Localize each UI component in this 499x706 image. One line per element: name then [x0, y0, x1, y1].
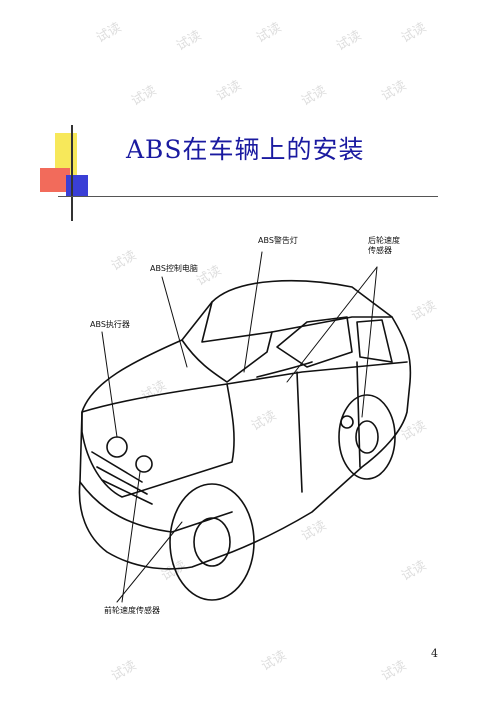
leader-rear-sensor	[286, 266, 378, 383]
decor-blue-square	[66, 175, 88, 197]
rear-wheel-hub	[355, 420, 379, 454]
front-wheel-hub	[193, 517, 231, 567]
watermark-text: 试读	[108, 658, 140, 685]
decor-vertical-line	[71, 125, 73, 221]
watermark-text: 试读	[258, 648, 290, 675]
leader-actuator	[101, 331, 118, 438]
car-door-line	[356, 361, 361, 468]
label-front-sensor: 前轮速度传感器	[104, 606, 160, 615]
rear-sensor-component	[340, 415, 354, 429]
car-bumper	[79, 481, 233, 533]
watermark-text: 试读	[298, 83, 330, 110]
title-underline	[58, 196, 438, 197]
decor-red-square	[40, 168, 70, 192]
label-rear-sensor-line1: 后轮速度	[368, 236, 400, 245]
label-actuator: ABS执行器	[90, 320, 130, 329]
car-door-line	[296, 371, 303, 493]
slide-title: ABS在车辆上的安装	[126, 135, 365, 164]
car-rear-window	[356, 319, 393, 363]
watermark-text: 试读	[128, 83, 160, 110]
watermark-text: 试读	[213, 78, 245, 105]
control-unit-component	[135, 455, 153, 473]
axle-shaft	[256, 361, 313, 378]
watermark-text: 试读	[173, 28, 205, 55]
car-hood	[81, 383, 235, 498]
label-rear-sensor-line2: 传感器	[368, 245, 392, 255]
leader-control-computer	[161, 276, 188, 368]
watermark-text: 试读	[378, 78, 410, 105]
leader-front-sensor	[121, 471, 141, 603]
leader-rear-sensor	[361, 266, 378, 418]
car-side-window	[276, 316, 353, 368]
label-control-computer: ABS控制电脑	[150, 264, 198, 273]
car-diagram: ABS警告灯 ABS控制电脑 ABS执行器 后轮速度 传感器 前轮速度传感器	[62, 222, 442, 632]
watermark-text: 试读	[333, 28, 365, 55]
watermark-text: 试读	[253, 20, 285, 47]
leader-warning-light	[243, 251, 263, 373]
actuator-component	[106, 436, 128, 458]
label-rear-sensor: 后轮速度 传感器	[368, 236, 400, 255]
front-wheel	[169, 483, 255, 601]
watermark-text: 试读	[398, 20, 430, 47]
car-belt-line	[226, 361, 408, 385]
watermark-text: 试读	[93, 20, 125, 47]
car-illustration	[78, 251, 412, 603]
page-number: 4	[431, 647, 438, 660]
leader-front-sensor	[116, 521, 183, 603]
label-warning-light: ABS警告灯	[258, 236, 298, 245]
rear-wheel	[338, 394, 396, 480]
car-windshield	[181, 331, 273, 383]
watermark-text: 试读	[378, 658, 410, 685]
car-grille	[91, 451, 153, 505]
